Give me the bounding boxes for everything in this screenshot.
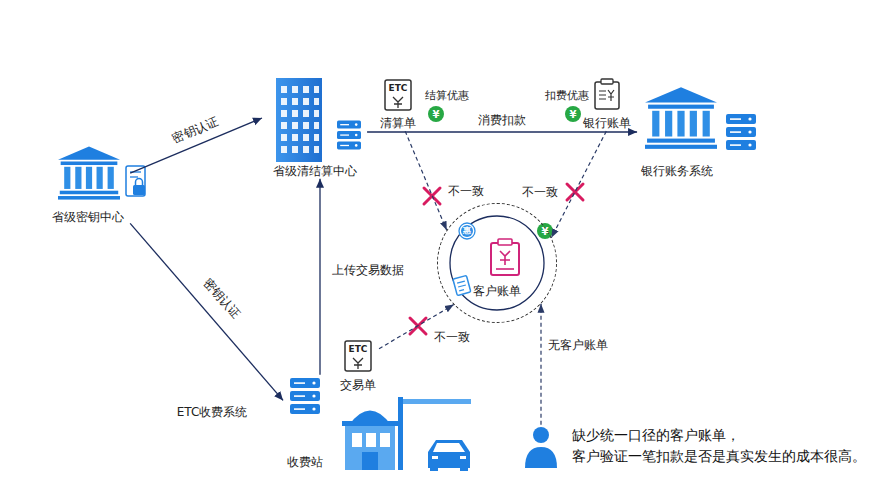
edge-label: 上传交易数据 [330, 263, 406, 277]
bank-system-icon [645, 87, 756, 150]
inner-ring [450, 216, 544, 310]
connector [367, 131, 637, 132]
clearing-slip-icon [385, 80, 411, 110]
node-box: 缺少统一口径的客户账单， 客户验证一笔扣款是否是真实发生的成本很高。 [520, 425, 885, 467]
discount-label: 结算优惠 [424, 90, 470, 102]
discount-badge [459, 223, 475, 239]
edge-label: 不一致 [432, 330, 472, 344]
node-label: 清算单 [380, 115, 416, 131]
node-box: 银行账务系统 [637, 80, 717, 179]
discount-coin [428, 106, 444, 122]
coin-symbol: ¥ [570, 109, 577, 120]
icon-text: ETC [349, 345, 368, 355]
customer-bill-icon [491, 239, 519, 275]
node-label: 收费站 [287, 454, 323, 470]
person-icon [525, 427, 557, 468]
trade-doc-badge [453, 275, 471, 295]
bill-circle: 客户账单 [437, 203, 557, 323]
node-label: 银行账单 [583, 115, 631, 131]
edge-label: 密钥认证 [168, 113, 221, 146]
charge-coin [537, 223, 553, 239]
system-label: ETC收费系统 [176, 406, 249, 419]
edge-label: 不一致 [446, 184, 486, 198]
connector [130, 223, 283, 400]
node-box: 省级密钥中心 [45, 140, 130, 225]
coin-symbol: ¥ [542, 226, 549, 237]
edge-label: 密钥认证 [200, 274, 245, 322]
dashed-connector [405, 131, 447, 230]
bank-bill-icon [595, 79, 619, 109]
trade-slip-icon [345, 341, 371, 371]
edge-label: 不一致 [520, 185, 560, 199]
edge-label: 无客户账单 [546, 338, 610, 352]
node-label: 交易单 [340, 377, 376, 393]
discount-badge [461, 225, 473, 237]
discount-label: 扣费优惠 [544, 90, 590, 102]
discount-coin [565, 106, 581, 122]
node-box: 收费站 [283, 375, 327, 470]
node-box: 银行账单 [580, 78, 634, 131]
badge-text: 惠 [463, 227, 471, 236]
dashed-connector [540, 304, 541, 425]
node-box: 省级清结算中心 [262, 72, 367, 179]
icon-text: ETC [389, 84, 408, 94]
note-text: 缺少统一口径的客户账单， 客户验证一笔扣款是否是真实发生的成本很高。 [572, 425, 882, 467]
node-label: 客户账单 [473, 283, 521, 299]
node-label: 省级清结算中心 [273, 163, 357, 179]
node-label: 银行账务系统 [641, 163, 713, 179]
coin-symbol: ¥ [433, 109, 440, 120]
mismatch-cross [410, 184, 583, 334]
clearing-center-icon [276, 78, 361, 162]
connector [319, 179, 320, 375]
edge-label: 消费扣款 [476, 113, 528, 127]
node-label: 省级密钥中心 [52, 209, 124, 225]
